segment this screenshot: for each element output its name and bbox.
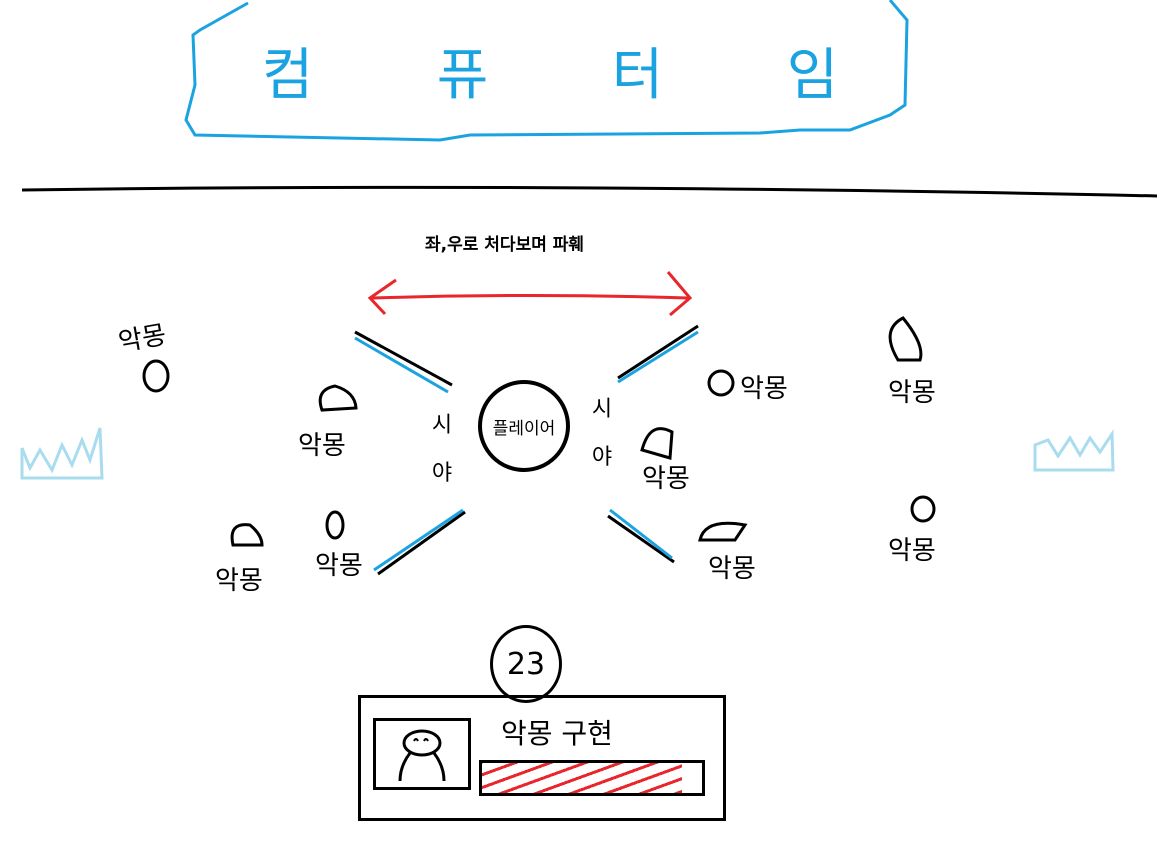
title-frame: [184, 0, 909, 142]
nightmare-gauge: [479, 760, 705, 796]
player: 플레이어: [478, 380, 570, 472]
enemy-label: 악몽: [642, 464, 690, 494]
barrier-left: [20, 427, 104, 480]
vision-char: 시: [431, 413, 453, 438]
vision-char: 시: [591, 397, 613, 422]
enemy-label: 악몽: [740, 374, 788, 404]
panel-title: 악몽 구현: [501, 717, 613, 750]
barrier-right: [1033, 429, 1115, 472]
enemy-label: 악몽: [215, 566, 263, 596]
vision-char: 야: [591, 445, 613, 470]
portrait: [373, 718, 471, 790]
vision-cone-lines: [354, 324, 699, 576]
enemy-label: 악몽: [888, 378, 936, 408]
enemy-label: 악몽: [708, 554, 756, 584]
counter-badge: 23: [490, 625, 562, 703]
enemy-label: 악몽: [298, 431, 346, 461]
divider-line: [21, 185, 1157, 198]
vision-label-left: 시 야: [430, 402, 454, 498]
title-char: 퓨: [436, 43, 489, 108]
vision-char: 야: [431, 461, 453, 486]
look-caption: 좌,우로 처다보며 파훼: [425, 235, 585, 255]
title-banner: 컴 퓨 터 임: [200, 30, 900, 111]
title-char: 컴: [261, 43, 314, 108]
vision-label-right: 시 야: [590, 386, 614, 482]
enemy-label: 악몽: [888, 536, 936, 566]
gauge-fill: [482, 763, 683, 793]
enemy-shapes: [142, 316, 936, 547]
nightmare-panel: 악몽 구현: [358, 695, 726, 821]
look-direction-arrow: [367, 271, 693, 317]
enemy-label: 악몽: [315, 551, 363, 581]
title-char: 터: [611, 43, 664, 108]
title-char: 임: [786, 43, 839, 108]
character-icon: [398, 729, 446, 782]
